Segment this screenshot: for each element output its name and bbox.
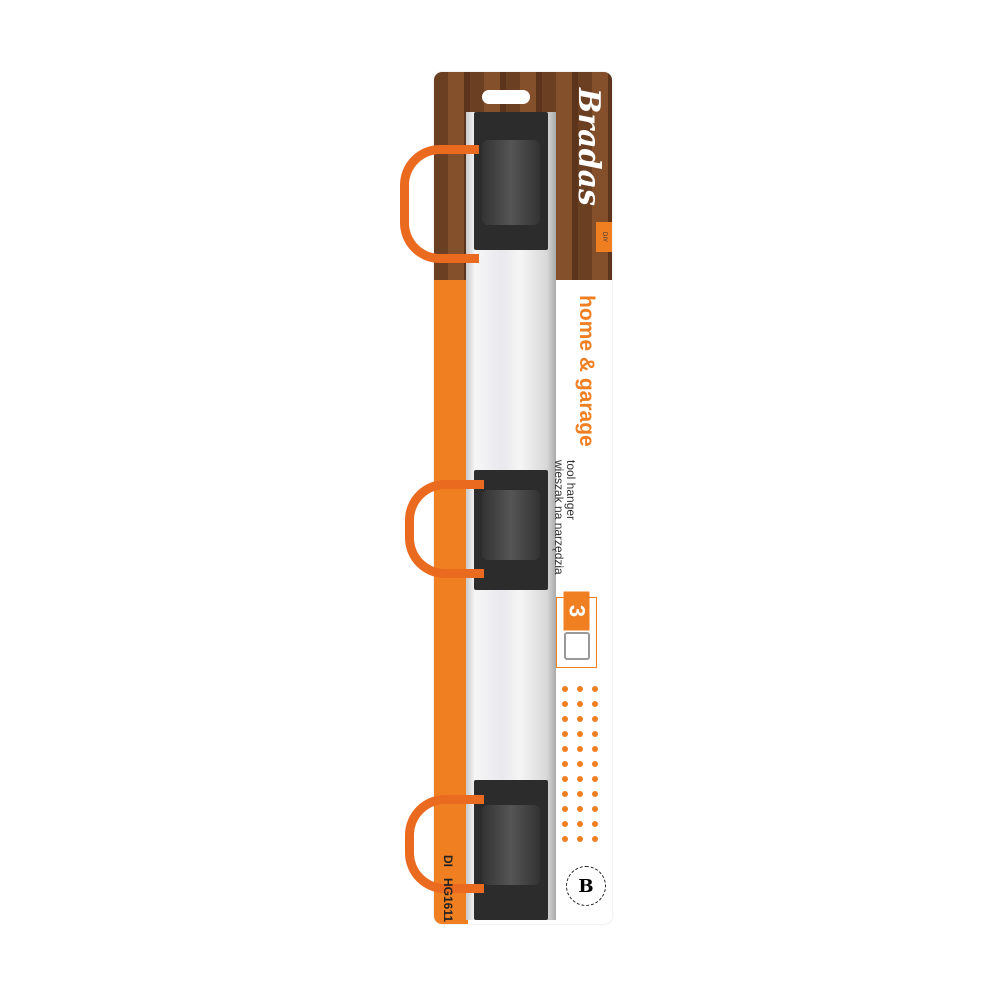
dot [577, 806, 583, 812]
dot [577, 761, 583, 767]
dot [577, 731, 583, 737]
dot [592, 686, 598, 692]
dot [577, 716, 583, 722]
dot [592, 701, 598, 707]
hook-holder [482, 140, 540, 225]
hook-holder [482, 490, 540, 560]
dot [592, 821, 598, 827]
dot [592, 731, 598, 737]
brand-seal: B [566, 866, 606, 906]
diy-tag: DIY [596, 222, 612, 252]
dot [592, 836, 598, 842]
dot-pattern: for(let i=0;i<33;i++)document.write('<di… [562, 686, 607, 842]
quantity-badge: 3 [556, 591, 597, 668]
dot [592, 776, 598, 782]
dot [592, 716, 598, 722]
dot [562, 701, 568, 707]
hook-icon [563, 632, 590, 660]
dot [577, 836, 583, 842]
dot [592, 761, 598, 767]
product-name-pl: wieszak na narzędzia [552, 460, 566, 575]
dot [562, 776, 568, 782]
dot [562, 746, 568, 752]
dot [577, 791, 583, 797]
orange-hook [405, 480, 484, 578]
dot [577, 686, 583, 692]
product-name-en: tool hanger [564, 460, 578, 521]
dot [592, 791, 598, 797]
quantity-number: 3 [563, 591, 590, 631]
product-code: HG1611 [441, 878, 455, 923]
dot [562, 791, 568, 797]
dot [562, 716, 568, 722]
dot [562, 761, 568, 767]
dot [577, 746, 583, 752]
dot [562, 836, 568, 842]
brand-logo: Bradas [571, 88, 606, 206]
hanger-hole [482, 90, 530, 104]
dot [562, 686, 568, 692]
dot [592, 746, 598, 752]
dot [577, 776, 583, 782]
dot [577, 821, 583, 827]
hook-holder [482, 805, 540, 885]
dot [562, 821, 568, 827]
orange-hook [400, 145, 479, 263]
product-code-prefix: DI [441, 855, 455, 867]
category-title: home & garage [575, 295, 598, 447]
dot [562, 731, 568, 737]
orange-hook [405, 795, 484, 893]
dot [577, 701, 583, 707]
dot [562, 806, 568, 812]
dot [592, 806, 598, 812]
